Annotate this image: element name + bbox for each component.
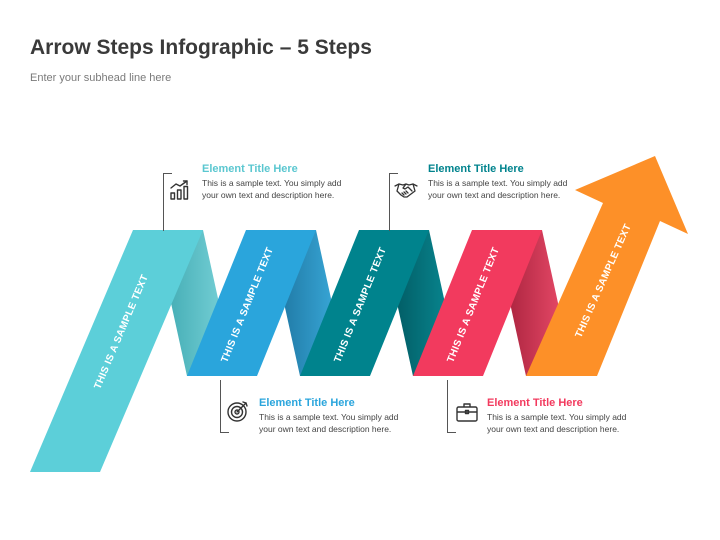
ribbon-step-3	[300, 230, 429, 376]
ribbon-step-2	[187, 230, 316, 376]
page-subhead: Enter your subhead line here	[30, 72, 172, 84]
callout-3-connector	[389, 173, 398, 231]
callout-1: Element Title Here This is a sample text…	[202, 163, 352, 201]
callout-1-title: Element Title Here	[202, 163, 298, 175]
chart-growth-icon	[170, 180, 189, 200]
callout-2: Element Title Here This is a sample text…	[259, 397, 409, 435]
callout-4-title: Element Title Here	[487, 397, 583, 409]
callout-2-connector	[220, 380, 229, 433]
callout-1-text: This is a sample text. You simply add yo…	[202, 178, 342, 200]
page-title: Arrow Steps Infographic – 5 Steps	[30, 36, 372, 59]
ribbon-step-1	[30, 230, 203, 472]
target-icon	[227, 401, 248, 422]
callout-2-text: This is a sample text. You simply add yo…	[259, 412, 399, 434]
callout-1-connector	[163, 173, 172, 231]
callout-4: Element Title Here This is a sample text…	[487, 397, 637, 435]
callout-3: Element Title Here This is a sample text…	[428, 163, 578, 201]
callout-4-connector	[447, 380, 456, 433]
ribbon-step-5-arrow	[526, 156, 688, 376]
ribbon-step-4	[413, 230, 542, 376]
callout-4-text: This is a sample text. You simply add yo…	[487, 412, 627, 434]
callout-3-text: This is a sample text. You simply add yo…	[428, 178, 568, 200]
callout-2-title: Element Title Here	[259, 397, 355, 409]
handshake-icon	[394, 183, 418, 198]
briefcase-icon	[456, 403, 478, 422]
callout-3-title: Element Title Here	[428, 163, 524, 175]
